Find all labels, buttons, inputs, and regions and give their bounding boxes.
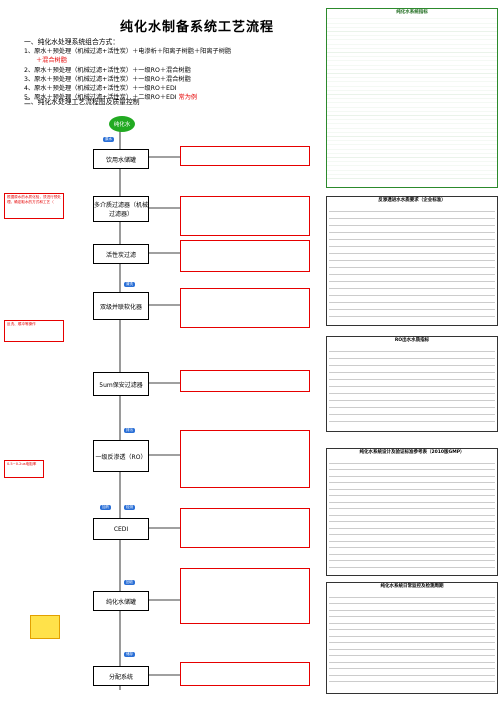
spec-panel-header: 纯化水系统指标 (396, 10, 428, 15)
note-right-3 (180, 240, 310, 272)
note-right-2 (180, 196, 310, 236)
note-right-7 (180, 508, 310, 548)
note-left-3: 0.5~0.2us电阻率 (4, 460, 44, 478)
tag-recycle: 回收 (124, 580, 135, 585)
tag-raw: 原水 (103, 137, 114, 142)
section1-line: 2、原水＋预处理（机械过滤+活性炭）＋一级RO＋混合树脂 (24, 66, 191, 74)
step-softener: 双级并联软化器 (93, 292, 149, 320)
ro-inlet-grid (329, 205, 495, 317)
note-right-6 (180, 430, 310, 488)
step-security-filter: 5um保安过滤器 (93, 372, 149, 396)
gmp-grid (329, 457, 495, 569)
step-media-filter: 多介质过滤器（机械过滤器） (93, 196, 149, 222)
section1-line: 3、原水＋预处理（机械过滤+活性炭）＋一级RO＋混合树脂 (24, 75, 191, 83)
ro-outlet-title: RO出水水质指标 (394, 338, 430, 343)
ro-inlet-title: 反渗透进水水质要求（企业标准） (378, 198, 446, 203)
tag-store: 储存 (124, 652, 135, 657)
note-left-2: 反洗、顺冲等操作 (4, 320, 64, 342)
ro-outlet-table: RO出水水质指标 (326, 336, 498, 432)
step-storage-tank: 饮用水储罐 (93, 149, 149, 169)
note-left-1: 根据原水的水质化验，须进行预处理。确定取水的方式和工艺（ (4, 193, 64, 219)
tag-check: 检测 (124, 505, 135, 510)
ro-outlet-grid (329, 345, 495, 425)
step-ro: 一级反渗透（RO） (93, 440, 149, 472)
note-right-9 (180, 662, 310, 686)
warning-sticky (30, 615, 60, 639)
spec-panel-body (327, 15, 497, 179)
monitor-grid (329, 591, 495, 687)
step-purified-tank: 纯化水储罐 (93, 591, 149, 611)
section1-line: 5、原水＋预处理（机械过滤+活性炭）＋二级RO＋EDI (24, 94, 177, 102)
ro-inlet-table: 反渗透进水水质要求（企业标准） (326, 196, 498, 326)
note-right-8 (180, 568, 310, 624)
gmp-title: 纯化水系统设计及验证标准参考表（2010版GMP） (359, 450, 465, 455)
source-node: 纯化水 (109, 116, 135, 132)
page-title: 纯化水制备系统工艺流程 (120, 20, 275, 35)
section1-line: 4、原水＋预处理（机械过滤+活性炭）＋一级RO＋EDI (24, 85, 177, 93)
section1-line: 1、原水＋预处理（机械过滤+活性炭）＋电渗析＋阳离子树脂＋阳离子树脂 (24, 48, 232, 56)
spec-panel: 纯化水系统指标 (326, 8, 498, 188)
section2-heading: 二、纯化水处理工艺流程图及质量控制 (24, 98, 140, 106)
tag-dose: 加药 (100, 505, 111, 510)
step-cedi: CEDI (93, 518, 149, 540)
section1-highlight: 常为例 (178, 94, 198, 102)
tag-drain: 排污 (124, 428, 135, 433)
tag-wash: 清洗 (124, 282, 135, 287)
section1-heading: 一、纯化水处理系统组合方式： (24, 38, 120, 46)
section1-line: ＋混合树脂 (36, 57, 67, 65)
step-distribution: 分配系统 (93, 666, 149, 686)
section1: 一、纯化水处理系统组合方式： 1、原水＋预处理（机械过滤+活性炭）＋电渗析＋阳离… (24, 38, 231, 102)
step-carbon-filter: 活性炭过滤 (93, 244, 149, 264)
note-right-4 (180, 288, 310, 328)
gmp-table: 纯化水系统设计及验证标准参考表（2010版GMP） (326, 448, 498, 576)
note-right-5 (180, 370, 310, 392)
monitor-table: 纯化水系统日常监控及检测周期 (326, 582, 498, 694)
monitor-title: 纯化水系统日常监控及检测周期 (380, 584, 444, 589)
note-right-1 (180, 146, 310, 166)
